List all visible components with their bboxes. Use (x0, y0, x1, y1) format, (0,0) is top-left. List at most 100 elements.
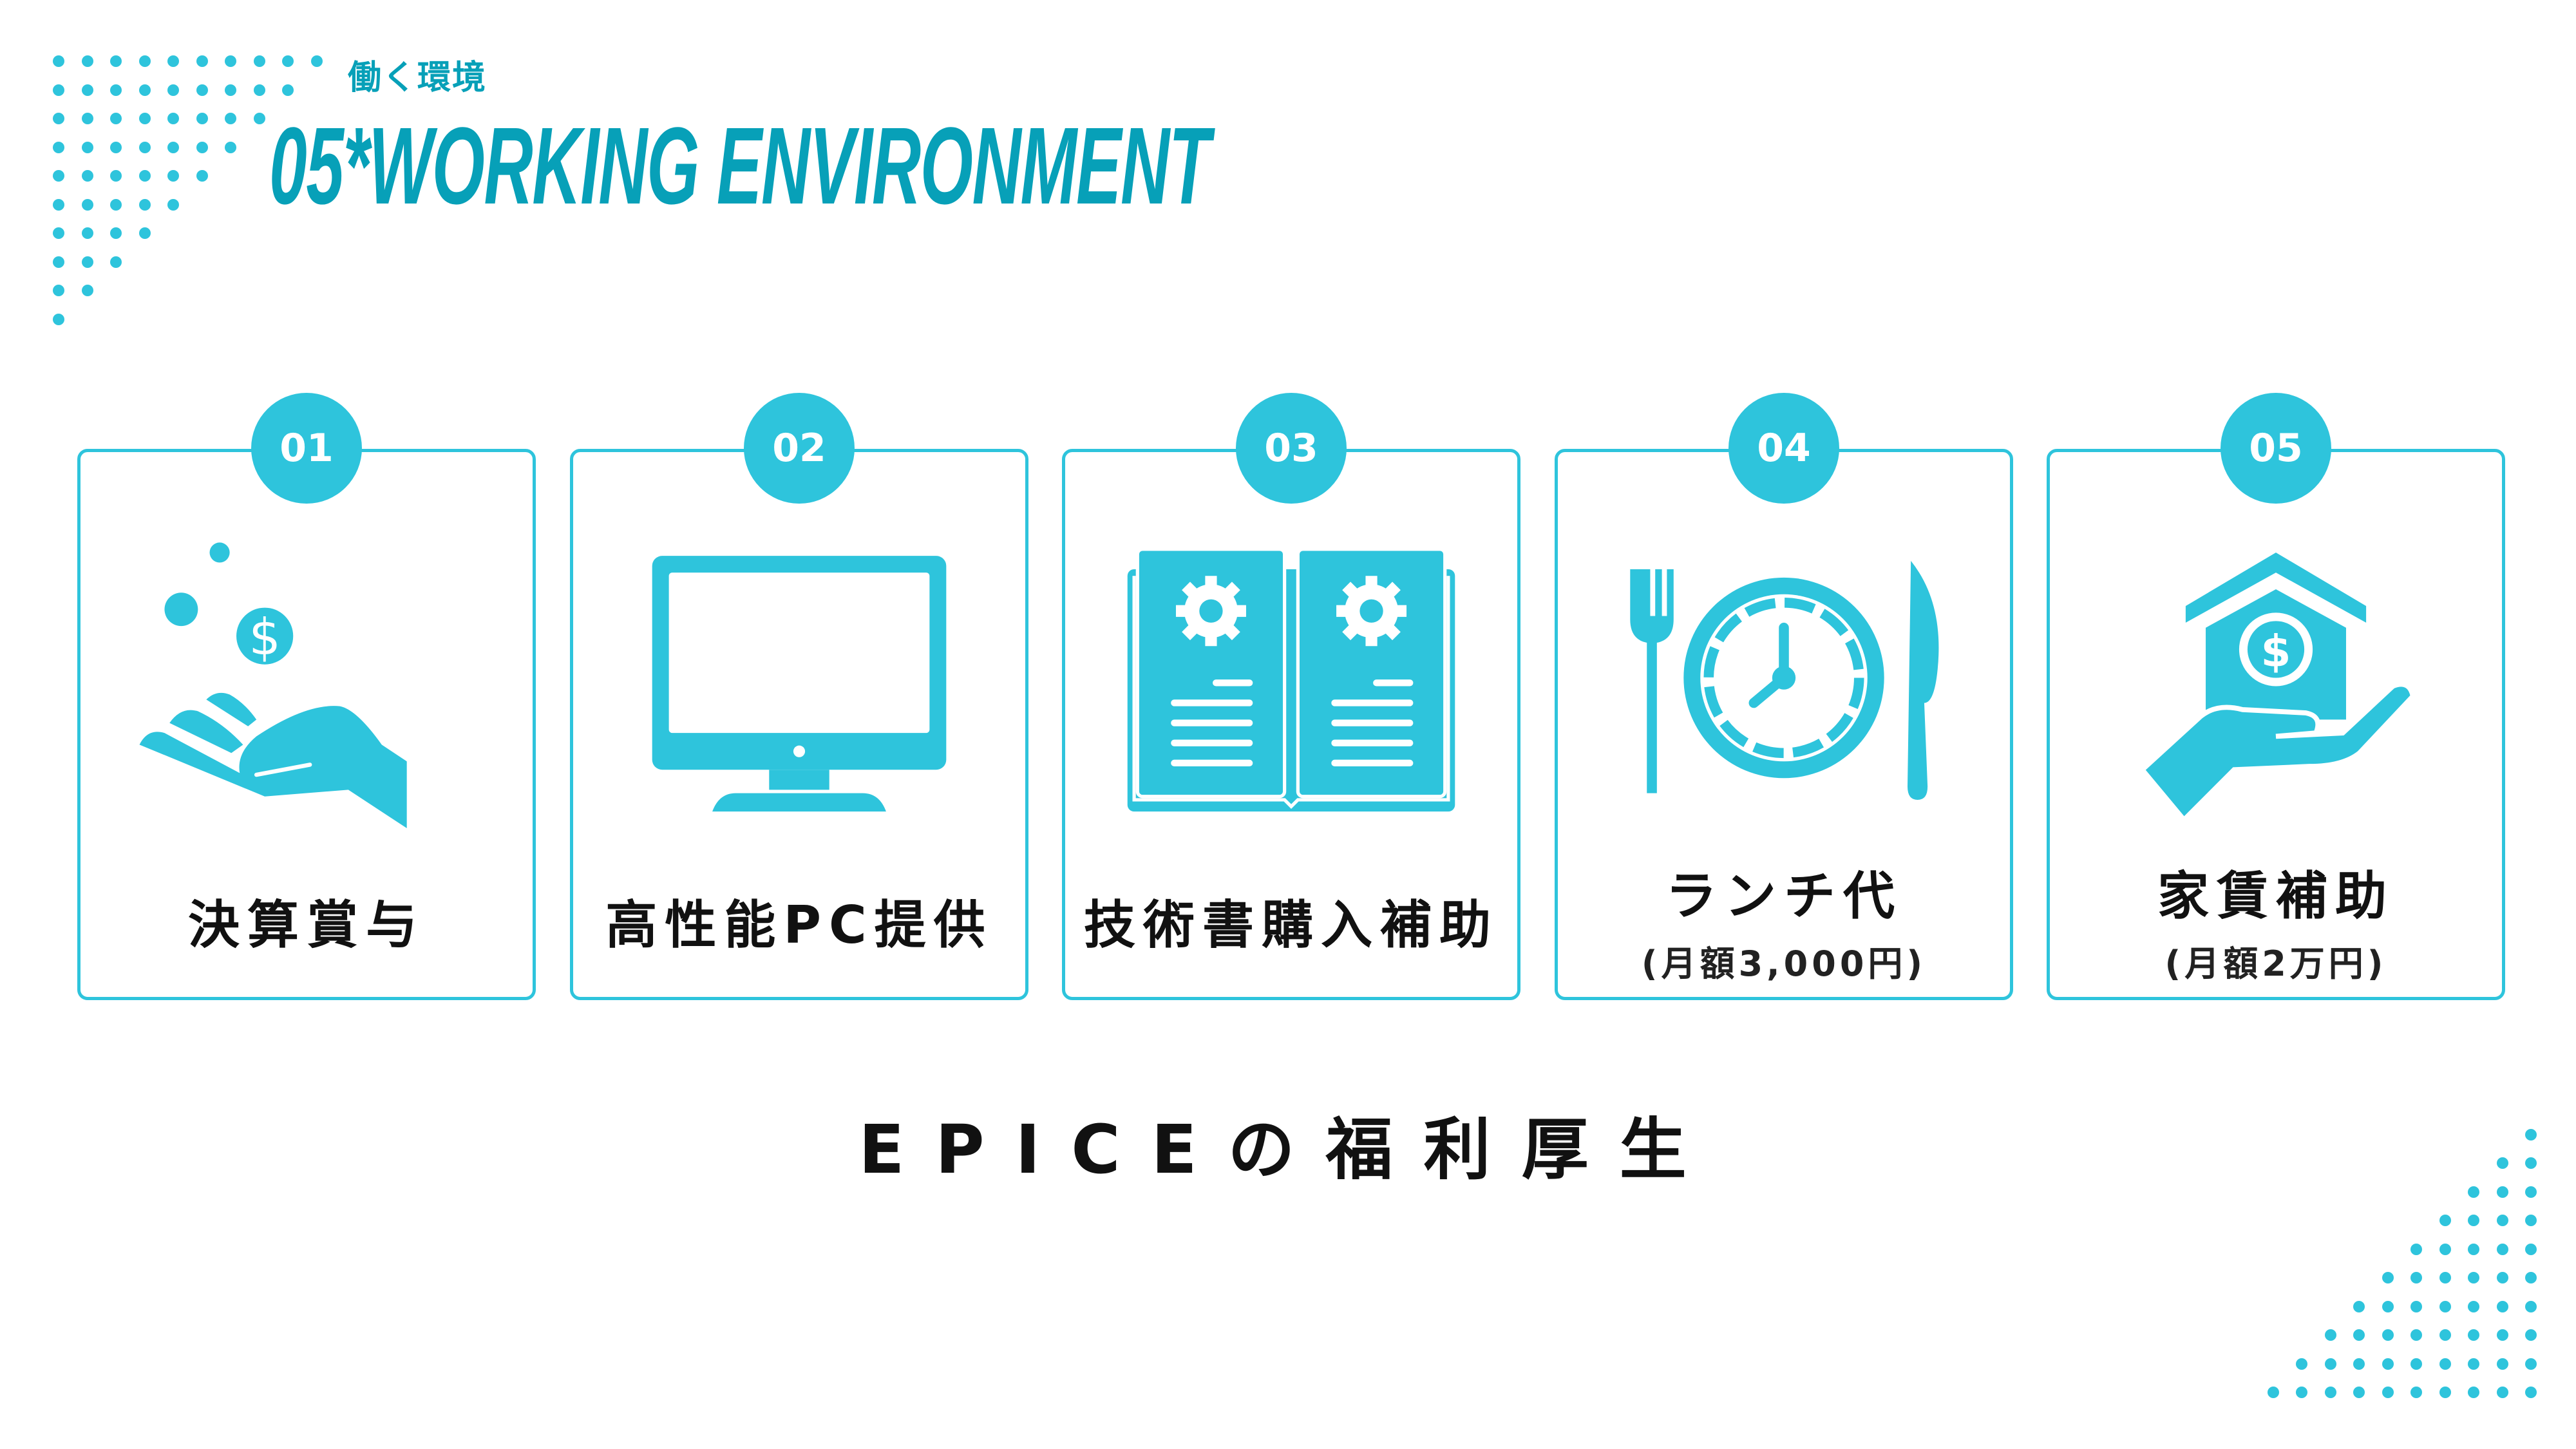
dot (2496, 1186, 2508, 1198)
dot (167, 55, 179, 67)
dot (282, 55, 294, 67)
dot (53, 227, 64, 239)
dot (2439, 1358, 2451, 1370)
dot (2496, 1329, 2508, 1341)
dot (138, 55, 151, 67)
open-book-gears-icon (1127, 547, 1455, 812)
dot (2496, 1157, 2508, 1169)
card-number-badge: 01 (251, 393, 362, 504)
dot (53, 313, 64, 325)
dot (2496, 1387, 2508, 1398)
benefit-card-pc: 02 高性能PC提供 (570, 393, 1028, 1000)
dot (2353, 1387, 2365, 1398)
dot (2353, 1329, 2365, 1341)
dot (2296, 1387, 2307, 1398)
dot (196, 141, 208, 153)
dot (2525, 1272, 2537, 1283)
dot (53, 285, 64, 296)
dot (81, 141, 93, 153)
dot (2525, 1329, 2537, 1341)
dot (310, 55, 323, 67)
dot (2496, 1358, 2508, 1370)
dot (138, 198, 151, 211)
dot (2439, 1243, 2451, 1255)
card-sublabel: (月額2万円) (2164, 943, 2387, 984)
card-label: 技術書購入補助 (1084, 895, 1499, 955)
dot (2410, 1358, 2422, 1370)
svg-text:$: $ (2261, 625, 2291, 676)
dot (225, 55, 236, 67)
dot (2410, 1387, 2422, 1398)
section-title: 05*WORKING ENVIRONMENT (269, 105, 1210, 227)
dot (2468, 1272, 2479, 1283)
dot (2353, 1358, 2365, 1370)
dot (138, 84, 151, 96)
dot (2468, 1243, 2479, 1255)
dot (167, 141, 179, 153)
dot (225, 84, 236, 96)
card-number-badge: 03 (1236, 393, 1347, 504)
dot (2468, 1358, 2479, 1370)
hand-house-coin-icon: $ (2139, 552, 2416, 824)
dot (2468, 1186, 2479, 1198)
dot (81, 256, 93, 268)
dot (196, 84, 208, 96)
card-sublabel: (月額3,000円) (1641, 943, 1927, 984)
dot (53, 141, 64, 153)
dot (253, 84, 265, 96)
dot (196, 113, 208, 124)
dot (2382, 1300, 2394, 1312)
card-number-badge: 02 (744, 393, 855, 504)
dot (138, 227, 151, 239)
dot (2324, 1358, 2336, 1370)
dot (2525, 1243, 2537, 1255)
dot (167, 113, 179, 124)
dot (2267, 1387, 2279, 1398)
dot (2468, 1329, 2479, 1341)
dot (53, 256, 64, 268)
dot (53, 113, 64, 124)
dot (53, 84, 64, 96)
dot (2439, 1329, 2451, 1341)
dot (2439, 1215, 2451, 1226)
dot (2324, 1387, 2336, 1398)
dot (2525, 1215, 2537, 1226)
hand-coins-icon: $ (139, 542, 407, 829)
svg-text:$: $ (249, 609, 281, 667)
dot (2382, 1358, 2394, 1370)
dot (2353, 1300, 2365, 1312)
clock-fork-knife-icon (1630, 560, 1939, 800)
dot (53, 170, 64, 182)
dot (2525, 1358, 2537, 1370)
dot (53, 55, 64, 67)
dot (81, 227, 93, 239)
dot (110, 227, 122, 239)
section-subtitle: 働く環境 (348, 59, 488, 97)
card-number-badge: 04 (1728, 393, 1839, 504)
dot (253, 55, 265, 67)
dot (196, 55, 208, 67)
benefit-card-rent: 05 $ 家賃補助 (月額2万円) (2047, 393, 2505, 1000)
dot (2296, 1358, 2307, 1370)
dot (81, 55, 93, 67)
card-label: 高性能PC提供 (605, 895, 993, 955)
dot (2382, 1272, 2394, 1283)
dot (2468, 1215, 2479, 1226)
dot (138, 170, 151, 182)
dot (196, 170, 208, 182)
dot (2525, 1300, 2537, 1312)
dot (2439, 1272, 2451, 1283)
dot (81, 84, 93, 96)
dot (2382, 1329, 2394, 1341)
dot (110, 256, 122, 268)
dot (2525, 1157, 2537, 1169)
dot (138, 113, 151, 124)
monitor-icon (652, 556, 947, 812)
dot (53, 198, 64, 211)
footer-heading: EPICEの福利厚生 (858, 1110, 1718, 1189)
dot (225, 113, 236, 124)
benefit-card-bonus: 01 $ 決算賞与 (77, 393, 536, 1000)
dot (2496, 1272, 2508, 1283)
dot (81, 113, 93, 124)
card-label: 家賃補助 (2157, 866, 2394, 926)
